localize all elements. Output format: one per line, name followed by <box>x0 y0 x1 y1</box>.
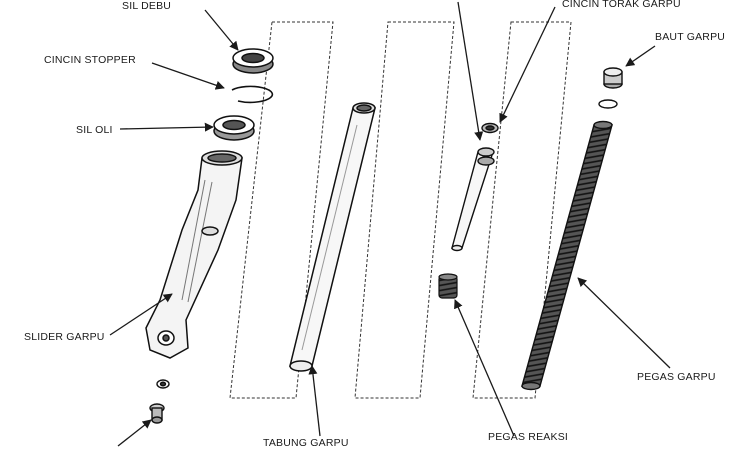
label-slider-garpu: SLIDER GARPU <box>24 331 105 343</box>
label-pegas-reaksi: PEGAS REAKSI <box>488 431 568 443</box>
label-sil-oli: SIL OLI <box>76 124 113 136</box>
leader-damper-rod <box>457 1 484 141</box>
leader-slider-garpu <box>109 293 173 336</box>
leader-cincin-torak <box>499 6 556 123</box>
panel-tube <box>229 21 334 399</box>
fork-spring-part <box>521 120 613 391</box>
label-cincin-torak-garpu: CINCIN TORAK GARPU <box>562 0 681 10</box>
label-sil-debu: SIL DEBU <box>122 0 171 12</box>
leader-bottom-bolt <box>117 419 152 447</box>
oil-seal-part <box>213 115 255 141</box>
damper-rod-part <box>451 147 495 252</box>
fork-slider-part <box>145 150 243 359</box>
fork-tube-part <box>289 102 376 372</box>
leader-sil-debu <box>204 9 239 51</box>
leader-pegas-garpu <box>577 277 671 369</box>
leader-pegas-reaksi <box>454 299 515 437</box>
rebound-spring-part <box>438 273 458 299</box>
panel-outlines <box>229 21 572 399</box>
leader-baut-garpu <box>625 45 656 67</box>
fork-bolt-part <box>598 67 623 109</box>
leader-tabung-garpu <box>308 365 321 437</box>
label-pegas-garpu: PEGAS GARPU <box>637 371 716 383</box>
panel-right <box>472 21 572 399</box>
label-cincin-stopper: CINCIN STOPPER <box>44 54 136 66</box>
leader-lines <box>109 1 671 447</box>
stopper-ring-part <box>231 85 274 104</box>
bottom-bolt-part <box>149 379 170 424</box>
dust-seal-part <box>232 48 274 74</box>
leader-sil-oli <box>119 122 214 132</box>
label-baut-garpu: BAUT GARPU <box>655 31 725 43</box>
part-labels: SIL DEBU CINCIN STOPPER SIL OLI SLIDER G… <box>24 0 725 449</box>
piston-ring-part <box>481 122 499 134</box>
label-tabung-garpu: TABUNG GARPU <box>263 437 349 449</box>
panel-middle <box>354 21 455 399</box>
leader-cincin-stopper <box>151 62 225 90</box>
